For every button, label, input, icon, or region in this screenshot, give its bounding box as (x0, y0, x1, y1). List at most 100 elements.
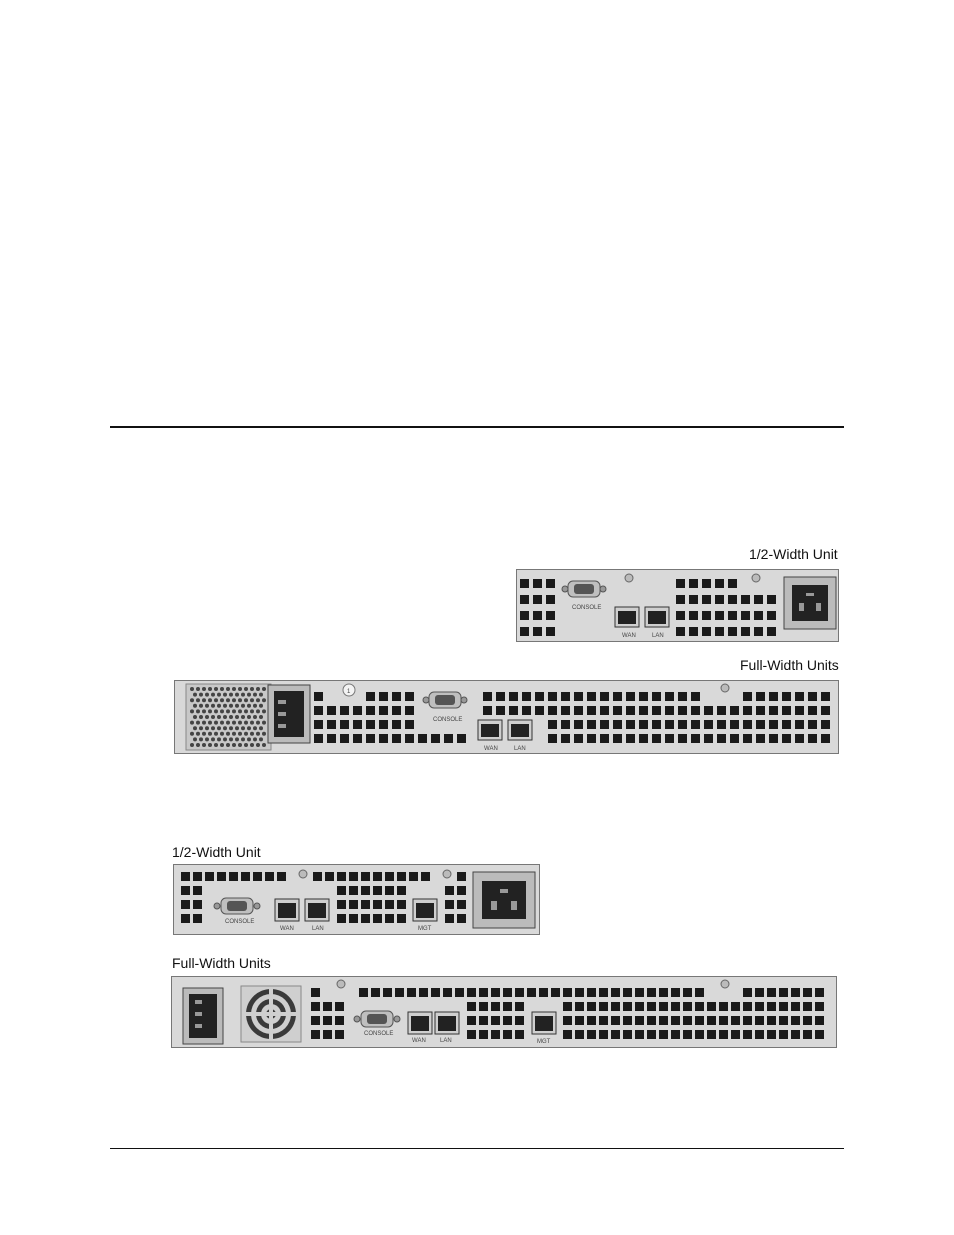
vent-slot (561, 706, 570, 715)
half-width-rear-panel-top: CONSOLE WAN LAN (516, 569, 839, 642)
power-inlet-icon (472, 871, 536, 929)
vent-slot (743, 734, 752, 743)
vent-slot (691, 692, 700, 701)
grille-hole (190, 698, 194, 703)
grille-hole (232, 698, 236, 703)
vent-slot (533, 627, 542, 636)
wan-label: WAN (484, 746, 498, 752)
vent-slot (587, 720, 596, 729)
grille-hole (220, 687, 224, 691)
vent-slot (731, 1002, 740, 1011)
vent-slot (707, 1016, 716, 1025)
vent-slot (340, 720, 349, 729)
grille-hole (232, 709, 236, 714)
vent-slot (533, 579, 542, 588)
vent-slot (743, 706, 752, 715)
vent-slot (587, 734, 596, 743)
vent-slot (443, 988, 452, 997)
grille-hole (190, 731, 194, 736)
wan-label: WAN (412, 1038, 426, 1044)
vent-slot (337, 900, 346, 909)
vent-slot (707, 1030, 716, 1039)
vent-slot (767, 627, 776, 636)
grille-hole (259, 737, 263, 742)
vent-slot (683, 1030, 692, 1039)
wan-port-icon (407, 1011, 433, 1035)
vent-slot (704, 706, 713, 715)
grille-hole (235, 703, 239, 708)
vent-slot (574, 692, 583, 701)
caption-half-width-unit-bottom: 1/2-Width Unit (172, 844, 261, 860)
grille-hole (235, 737, 239, 742)
grille-hole (193, 692, 197, 697)
vent-slot (373, 872, 382, 881)
vent-slot (327, 706, 336, 715)
grille-hole (193, 737, 197, 742)
vent-slot (445, 886, 454, 895)
grille-hole (220, 743, 224, 747)
mgt-label: MGT (537, 1039, 551, 1045)
grille-hole (217, 715, 221, 719)
screw-icon (720, 979, 730, 989)
vent-slot (767, 1016, 776, 1025)
vent-slot (241, 872, 250, 881)
grille-hole (190, 709, 194, 714)
console-label: CONSOLE (572, 605, 601, 611)
vent-slot (444, 734, 453, 743)
vent-slot (678, 720, 687, 729)
vent-slot (791, 1016, 800, 1025)
vent-slot (445, 900, 454, 909)
grille-hole (262, 709, 266, 714)
vent-slot (314, 706, 323, 715)
vent-slot (217, 872, 226, 881)
vent-slot (755, 988, 764, 997)
grille-hole (259, 715, 263, 719)
vent-slot (337, 886, 346, 895)
vent-slot (728, 611, 737, 620)
screw-icon (720, 683, 730, 693)
grille-hole (208, 687, 212, 691)
grille-hole (259, 692, 263, 697)
vent-slot (253, 872, 262, 881)
vent-slot (366, 706, 375, 715)
vent-slot (181, 900, 190, 909)
vent-slot (623, 988, 632, 997)
vent-slot (767, 595, 776, 604)
vent-slot (779, 1002, 788, 1011)
vent-slot (683, 988, 692, 997)
power-inlet-icon (182, 987, 224, 1045)
vent-slot (611, 1016, 620, 1025)
screw-icon (298, 869, 308, 879)
vent-slot (467, 988, 476, 997)
vent-slot (639, 692, 648, 701)
grille-hole (211, 715, 215, 719)
vent-slot (756, 706, 765, 715)
vent-slot (795, 734, 804, 743)
grille-hole (247, 703, 251, 708)
grille-hole (241, 737, 245, 742)
grille-hole (238, 731, 242, 736)
grille-hole (220, 720, 224, 725)
vent-slot (652, 720, 661, 729)
console-label: CONSOLE (225, 919, 254, 925)
vent-slot (503, 1002, 512, 1011)
vent-slot (755, 1002, 764, 1011)
vent-slot (548, 706, 557, 715)
grille-hole (241, 715, 245, 719)
vent-slot (821, 692, 830, 701)
vent-slot (379, 706, 388, 715)
grille-hole (223, 692, 227, 697)
screw-icon (336, 979, 346, 989)
grille-hole (223, 703, 227, 708)
vent-slot (791, 988, 800, 997)
vent-slot (779, 1030, 788, 1039)
vent-slot (689, 595, 698, 604)
vent-slot (445, 914, 454, 923)
vent-slot (815, 1030, 824, 1039)
grille-hole (193, 703, 197, 708)
lan-label: LAN (440, 1038, 452, 1044)
vent-slot (741, 611, 750, 620)
grille-hole (217, 737, 221, 742)
vent-slot (613, 692, 622, 701)
grille-hole (205, 692, 209, 697)
